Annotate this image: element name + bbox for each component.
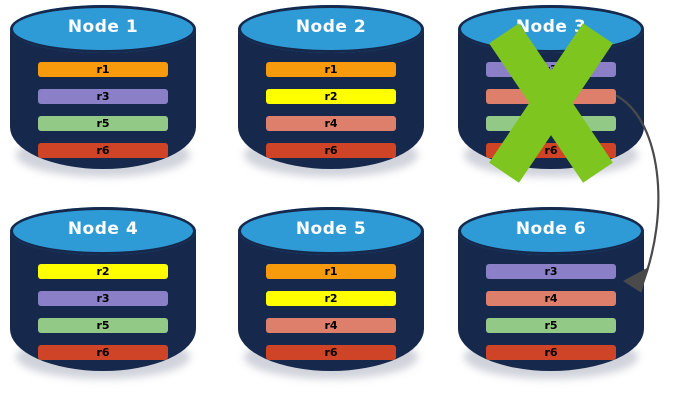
record-bar[interactable]: r6 xyxy=(486,143,616,158)
record-list: r3 r4 r5 r6 xyxy=(486,62,616,158)
record-bar[interactable]: r6 xyxy=(38,345,168,360)
cylinder-top xyxy=(10,5,196,53)
node-5[interactable]: Node 5 r1 r2 r4 r6 xyxy=(238,207,424,389)
record-bar[interactable]: r4 xyxy=(266,318,396,333)
record-bar[interactable]: r4 xyxy=(486,89,616,104)
node-1[interactable]: Node 1 r1 r3 r5 r6 xyxy=(10,5,196,187)
record-list: r1 r2 r4 r6 xyxy=(266,62,396,158)
record-bar[interactable]: r6 xyxy=(38,143,168,158)
record-bar[interactable]: r1 xyxy=(38,62,168,77)
cylinder-top xyxy=(458,5,644,53)
node-3[interactable]: Node 3 r3 r4 r5 r6 xyxy=(458,5,644,187)
record-list: r1 r2 r4 r6 xyxy=(266,264,396,360)
record-bar[interactable]: r6 xyxy=(266,143,396,158)
record-bar[interactable]: r6 xyxy=(486,345,616,360)
node-2[interactable]: Node 2 r1 r2 r4 r6 xyxy=(238,5,424,187)
record-bar[interactable]: r3 xyxy=(38,89,168,104)
record-bar[interactable]: r2 xyxy=(266,291,396,306)
node-6[interactable]: Node 6 r3 r4 r5 r6 xyxy=(458,207,644,389)
record-bar[interactable]: r2 xyxy=(38,264,168,279)
record-bar[interactable]: r4 xyxy=(266,116,396,131)
record-list: r2 r3 r5 r6 xyxy=(38,264,168,360)
cylinder-top xyxy=(238,207,424,255)
record-bar[interactable]: r5 xyxy=(486,116,616,131)
record-bar[interactable]: r1 xyxy=(266,264,396,279)
record-bar[interactable]: r6 xyxy=(266,345,396,360)
record-bar[interactable]: r5 xyxy=(38,116,168,131)
record-bar[interactable]: r3 xyxy=(38,291,168,306)
record-bar[interactable]: r1 xyxy=(266,62,396,77)
record-bar[interactable]: r3 xyxy=(486,264,616,279)
record-bar[interactable]: r2 xyxy=(266,89,396,104)
record-bar[interactable]: r5 xyxy=(38,318,168,333)
record-bar[interactable]: r4 xyxy=(486,291,616,306)
cylinder-top xyxy=(458,207,644,255)
cylinder-top xyxy=(238,5,424,53)
record-bar[interactable]: r5 xyxy=(486,318,616,333)
node-4[interactable]: Node 4 r2 r3 r5 r6 xyxy=(10,207,196,389)
cylinder-top xyxy=(10,207,196,255)
record-bar[interactable]: r3 xyxy=(486,62,616,77)
record-list: r1 r3 r5 r6 xyxy=(38,62,168,158)
record-list: r3 r4 r5 r6 xyxy=(486,264,616,360)
